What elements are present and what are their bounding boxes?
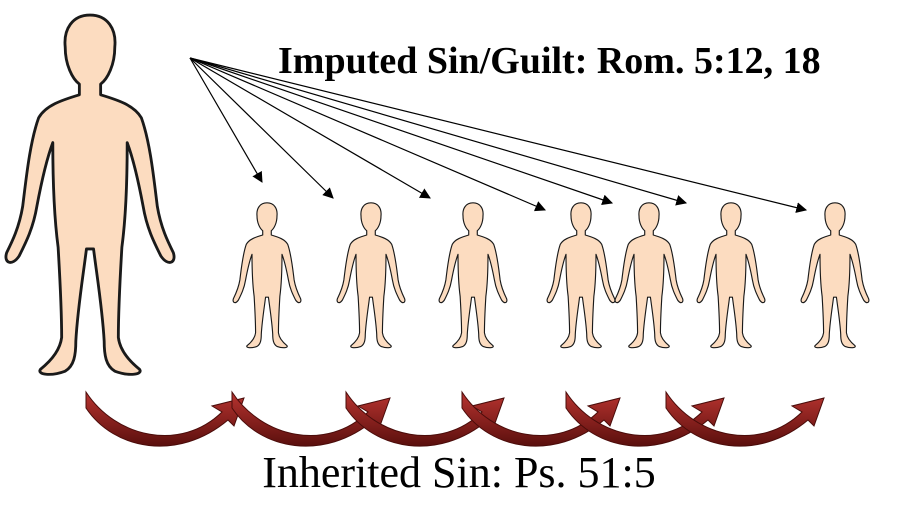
- descendant-figure: [801, 203, 869, 348]
- descendant-figure: [547, 203, 615, 348]
- descendant-figure: [439, 203, 507, 348]
- descendant-figures: [233, 203, 869, 348]
- inheritance-arrow: [566, 392, 724, 446]
- descendant-figure: [697, 203, 765, 348]
- inheritance-arrow: [86, 392, 244, 446]
- descendant-figure: [233, 203, 301, 348]
- inheritance-arrow: [462, 392, 620, 446]
- inheritance-arrows: [86, 392, 824, 446]
- descendant-figure: [337, 203, 405, 348]
- imputed-sin-label: Imputed Sin/Guilt: Rom. 5:12, 18: [278, 38, 918, 84]
- inheritance-arrow: [666, 392, 824, 446]
- inherited-sin-label: Inherited Sin: Ps. 51:5: [0, 448, 918, 498]
- adam-figure: [6, 15, 174, 374]
- imputation-arrow: [190, 58, 262, 182]
- descendant-figure: [615, 203, 683, 348]
